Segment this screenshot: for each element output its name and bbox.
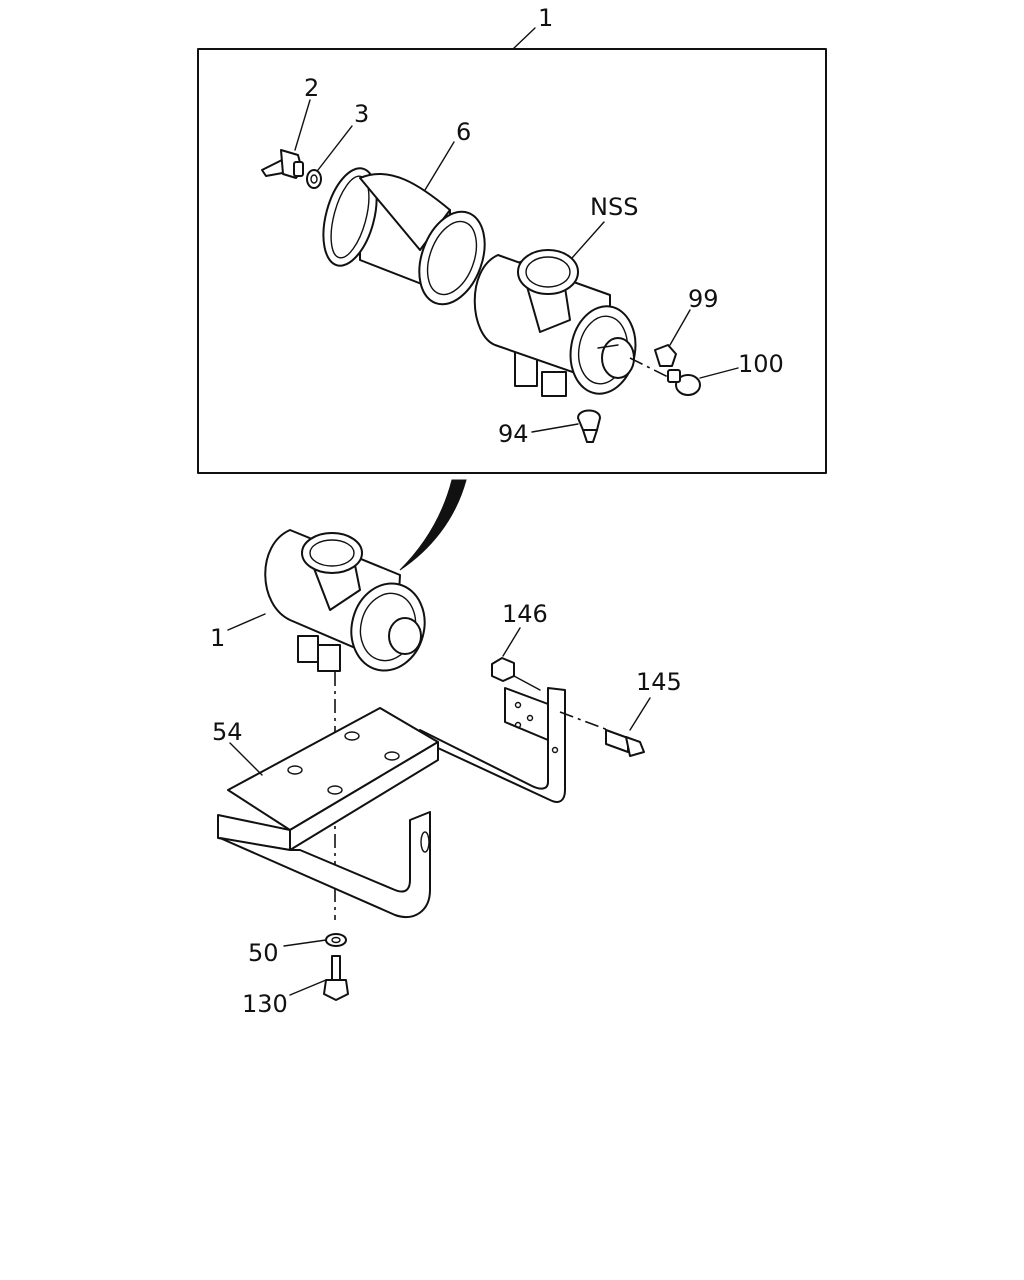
leader-line-filter-element <box>424 141 455 191</box>
callout-filter-element: 6 <box>456 118 471 146</box>
valve-part <box>577 409 601 443</box>
callout-assembly-side: 1 <box>210 624 225 652</box>
leader-line-small-washer <box>317 125 353 171</box>
leader-line-bolt-bottom <box>289 979 327 996</box>
leader-line-valve <box>531 423 579 433</box>
washer-bottom-part <box>325 933 347 947</box>
leader-line-cap <box>669 309 691 346</box>
filter-element-part <box>322 167 486 306</box>
bolt-right-part <box>605 729 645 757</box>
callout-cap: 99 <box>688 285 719 313</box>
callout-housing-nss: NSS <box>590 193 638 221</box>
leader-line-assembly-top <box>512 27 536 50</box>
nut-part <box>491 657 515 682</box>
leader-line-bracket <box>229 742 263 776</box>
indicator-part <box>667 369 701 396</box>
callout-bolt-right: 145 <box>636 668 682 696</box>
leader-line-indicator <box>699 367 739 379</box>
exploded-view-frame <box>197 48 827 474</box>
leader-line-housing-nss <box>571 221 605 259</box>
center-line-housing <box>629 357 671 379</box>
cap-part <box>654 344 677 367</box>
center-line-bolt <box>559 711 609 731</box>
detail-pointer-arrow <box>399 479 467 571</box>
callout-indicator: 100 <box>738 350 784 378</box>
callout-bracket: 54 <box>212 718 243 746</box>
small-washer-part <box>306 169 322 189</box>
leader-line-washer-bottom <box>283 939 327 947</box>
callout-nut: 146 <box>502 600 548 628</box>
assembly-side-part <box>264 529 426 672</box>
callout-assembly-top: 1 <box>538 4 553 32</box>
housing-nss-part <box>473 249 637 397</box>
leader-line-nut <box>502 627 521 657</box>
leader-line-wing-bolt <box>294 99 311 151</box>
callout-washer-bottom: 50 <box>248 939 279 967</box>
callout-bolt-bottom: 130 <box>242 990 288 1018</box>
bracket-part <box>217 687 566 918</box>
bolt-bottom-part <box>323 955 349 1001</box>
callout-small-washer: 3 <box>354 100 369 128</box>
callout-wing-bolt: 2 <box>304 74 319 102</box>
callout-valve: 94 <box>498 420 529 448</box>
wing-bolt-part <box>261 149 304 179</box>
leader-line-assembly-side <box>227 613 266 631</box>
nut-to-bracket-line <box>513 675 541 691</box>
leader-line-bolt-right <box>629 697 651 731</box>
